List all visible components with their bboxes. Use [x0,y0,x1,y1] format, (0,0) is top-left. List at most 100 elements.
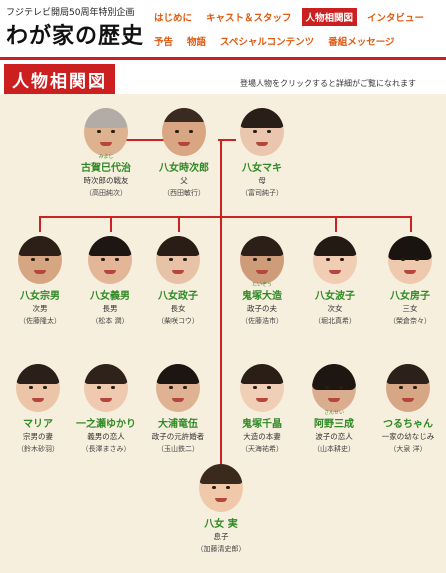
person-name: 一之瀬ゆかり [76,419,136,430]
person-role: 次男 [32,304,48,313]
person-name: 阿野三成 [314,419,354,430]
avatar [18,236,62,284]
avatar [240,108,284,156]
connector-line [410,216,412,232]
person-role: 長女 [170,304,186,313]
person-koga[interactable]: みよじ古賀巳代治 時次郎の戦友 （高田純次） [72,108,140,198]
page-title: 人物相関図 [4,64,115,95]
person-role: 政子の夫 [247,304,277,313]
relationship-chart: みよじ古賀巳代治 時次郎の戦友 （高田純次） 八女時次郎 父 （西田敏行） 八女… [0,94,446,573]
person-actor: （富司純子） [241,189,283,197]
person-yoshio[interactable]: 八女義男 長男 （松本 潤） [76,236,144,326]
avatar [199,464,243,512]
person-actor: （佐藤隆太） [19,317,61,325]
avatar [313,236,357,284]
nav-interview[interactable]: インタビュー [367,13,425,24]
person-fusako[interactable]: 八女房子 三女 （榮倉奈々） [376,236,444,326]
connector-line [220,139,222,314]
person-actor: （松本 潤） [91,317,129,325]
person-minoru[interactable]: 八女 実 息子 （加藤清史郎） [187,464,255,554]
person-name: 大浦竜伍 [158,419,198,430]
person-role: 三女 [402,304,418,313]
person-role: 長男 [102,304,118,313]
person-maria[interactable]: マリア 宗男の妻 （鈴木砂羽） [4,364,72,454]
name-ruby: みよじ [98,154,114,160]
site-logo[interactable]: わが家の歴史 [6,23,145,49]
person-actor: （佐藤浩市） [241,317,283,325]
avatar [240,364,284,412]
avatar [84,364,128,412]
person-actor: （鈴木砂羽） [17,445,59,453]
person-maki[interactable]: 八女マキ 母 （富司純子） [228,108,296,198]
avatar [312,364,356,412]
person-actor: （長澤まさみ） [81,445,131,453]
person-role: 一家の幼なじみ [381,432,435,441]
nav-story[interactable]: 物語 [187,37,207,48]
person-name: 鬼塚千晶 [242,419,282,430]
person-name: 八女房子 [390,291,430,302]
avatar [162,108,206,156]
person-taizo[interactable]: たいぞう鬼塚大造 政子の夫 （佐藤浩市） [228,236,296,326]
person-actor: （高田純次） [85,189,127,197]
connector-line [118,139,173,141]
person-actor: （大泉 洋） [389,445,427,453]
person-role: 母 [258,176,266,185]
person-actor: （天海祐希） [241,445,283,453]
connector-line [39,216,411,218]
person-name: 八女時次郎 [159,163,209,174]
person-tsuru[interactable]: つるちゃん 一家の幼なじみ （大泉 洋） [374,364,442,454]
person-actor: （柴咲コウ） [157,317,199,325]
person-actor: （堀北真希） [314,317,356,325]
tagline: フジテレビ開局50周年特別企画 [6,8,135,18]
person-namiko[interactable]: 八女波子 次女 （堀北真希） [301,236,369,326]
person-chisato[interactable]: 鬼塚千晶 大造の本妻 （天海祐希） [228,364,296,454]
person-name: 八女宗男 [20,291,60,302]
person-name: つるちゃん [383,419,433,430]
person-actor: （加藤清史郎） [196,545,246,553]
person-actor: （榮倉奈々） [389,317,431,325]
person-role: 次女 [327,304,343,313]
person-role: 息子 [213,532,229,541]
avatar [84,108,128,156]
person-role: 宗男の妻 [23,432,53,441]
avatar [240,236,284,284]
person-name: マリア [23,419,53,430]
person-name: 八女波子 [315,291,355,302]
person-role: 時次郎の戦友 [83,176,129,185]
instruction-text: 登場人物をクリックすると詳細がご覧になれます [240,79,416,88]
connector-line [178,216,180,232]
nav-special-contents[interactable]: スペシャルコンテンツ [220,37,315,48]
nav-intro[interactable]: はじめに [154,13,193,24]
person-actor: （西田敏行） [163,189,205,197]
header-divider [0,57,446,60]
nav-cast-staff[interactable]: キャスト＆スタッフ [206,13,292,24]
person-name: 鬼塚大造 [242,291,282,302]
person-muneo[interactable]: 八女宗男 次男 （佐藤隆太） [6,236,74,326]
nav-relationship-chart[interactable]: 人物相関図 [301,8,358,26]
main-nav: はじめに キャスト＆スタッフ 人物相関図 インタビュー 予告 物語 スペシャルコ… [150,8,446,56]
person-mitsunari[interactable]: さんせい阿野三成 波子の恋人 （山本耕史） [300,364,368,454]
nav-row-2: 予告 物語 スペシャルコンテンツ 番組メッセージ [150,32,446,50]
avatar [156,236,200,284]
connector-line [220,314,222,464]
person-yukari[interactable]: 一之瀬ゆかり 義男の恋人 （長澤まさみ） [72,364,140,454]
name-ruby: さんせい [323,410,344,416]
person-role: 義男の恋人 [87,432,125,441]
person-actor: （玉山鉄二） [157,445,199,453]
person-name: 八女政子 [158,291,198,302]
nav-preview[interactable]: 予告 [154,37,174,48]
nav-program-message[interactable]: 番組メッセージ [328,37,395,48]
avatar [386,364,430,412]
connector-line [39,216,41,232]
nav-row-1: はじめに キャスト＆スタッフ 人物相関図 インタビュー [150,8,446,26]
person-ryugo[interactable]: 大浦竜伍 政子の元許婚者 （玉山鉄二） [144,364,212,454]
person-masako[interactable]: 八女政子 長女 （柴咲コウ） [144,236,212,326]
person-actor: （山本耕史） [313,445,355,453]
name-ruby: たいぞう [251,282,272,288]
person-name: 古賀巳代治 [81,163,131,174]
person-role: 大造の本妻 [243,432,281,441]
avatar [388,236,432,284]
person-tokijiro[interactable]: 八女時次郎 父 （西田敏行） [150,108,218,198]
avatar [88,236,132,284]
avatar [156,364,200,412]
